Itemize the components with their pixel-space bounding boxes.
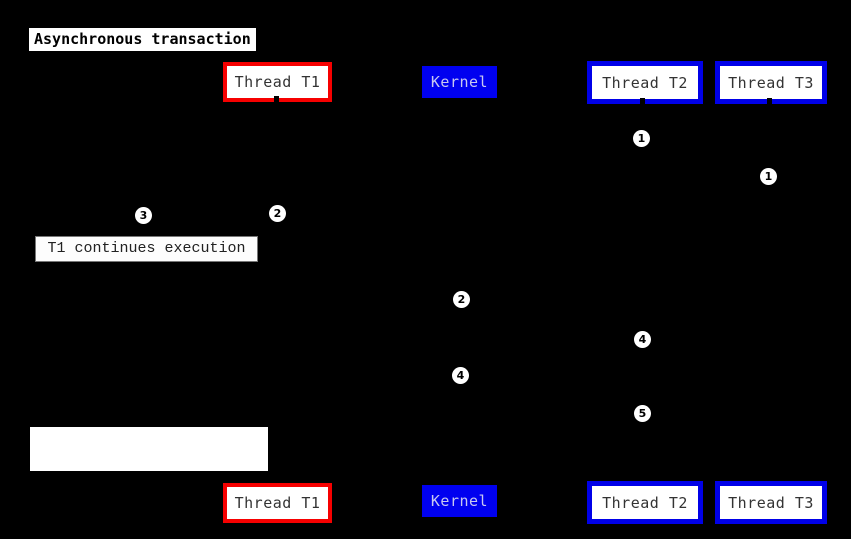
actor-thread-t2-top: Thread T2 [587,61,703,104]
actor-thread-t2-bottom-label: Thread T2 [602,493,688,512]
step-marker-4-t2: 4 [634,331,651,348]
note-bottom-left-blank [30,427,268,471]
actor-kernel-top-label: Kernel [430,73,489,91]
step-marker-1-t3: 1 [760,168,777,185]
diagram-title: Asynchronous transaction [28,27,257,52]
lifeline-stub-t1-icon [274,96,279,103]
lifeline-stub-t2-icon [640,98,645,105]
actor-thread-t1-bottom-label: Thread T1 [234,494,321,512]
step-marker-3-t1: 3 [135,207,152,224]
actor-kernel-top: Kernel [422,66,497,98]
actor-thread-t3-top-label: Thread T3 [728,73,814,92]
step-marker-4-kernel: 4 [452,367,469,384]
actor-thread-t3-bottom: Thread T3 [715,481,827,524]
actor-thread-t2-top-label: Thread T2 [602,73,688,92]
step-marker-5-t2: 5 [634,405,651,422]
step-marker-2-t1: 2 [269,205,286,222]
step-marker-1-t2: 1 [633,130,650,147]
actor-kernel-bottom: Kernel [422,485,497,517]
lifeline-stub-t3-icon [767,98,772,105]
actor-thread-t1-top-label: Thread T1 [234,73,321,91]
step-marker-2-kernel: 2 [453,291,470,308]
note-t1-continues: T1 continues execution [35,236,258,262]
actor-thread-t1-bottom: Thread T1 [223,483,332,523]
actor-thread-t2-bottom: Thread T2 [587,481,703,524]
actor-thread-t3-bottom-label: Thread T3 [728,493,814,512]
actor-kernel-bottom-label: Kernel [430,492,489,510]
